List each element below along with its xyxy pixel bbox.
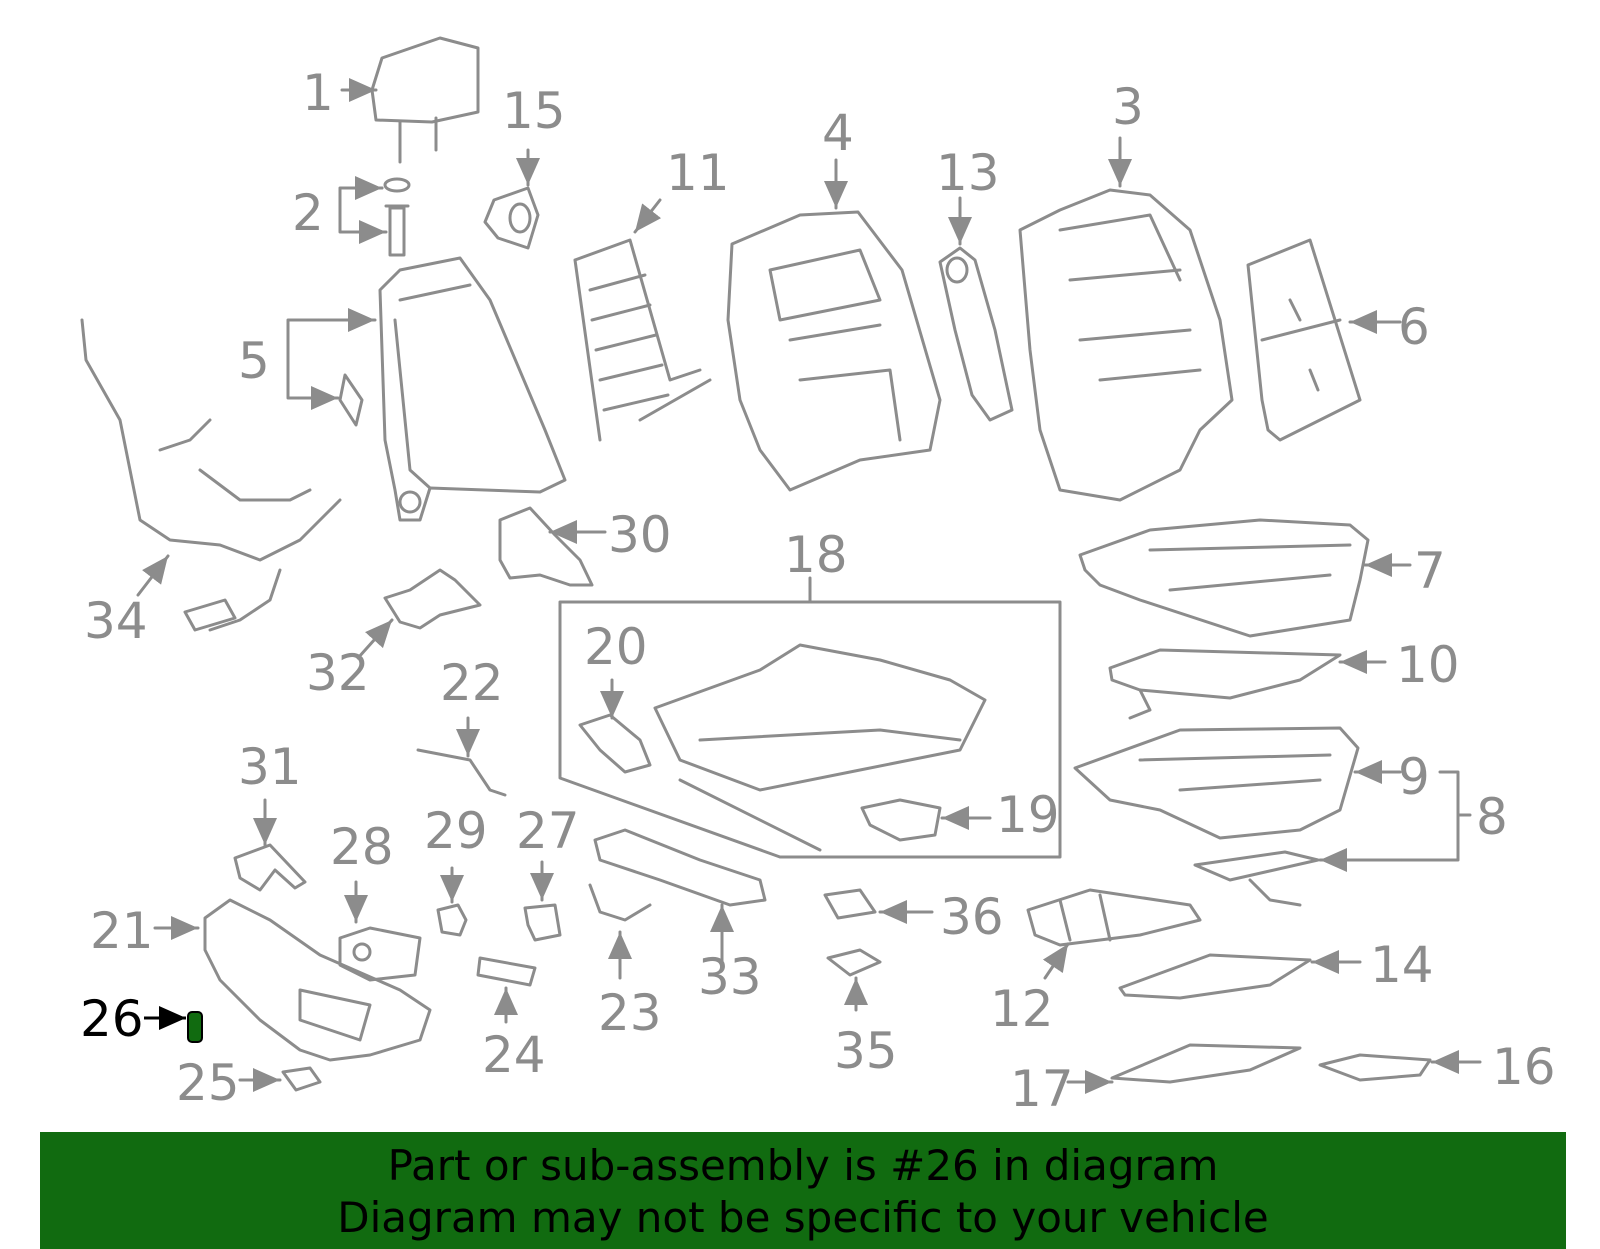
callout-25: 25	[176, 1054, 240, 1112]
part-23	[588, 883, 652, 980]
part-seat-back-frame	[286, 256, 567, 522]
callout-5: 5	[238, 332, 270, 390]
callout-30: 30	[608, 506, 672, 564]
callout-33: 33	[698, 948, 762, 1006]
part-seat-back-pad	[726, 158, 942, 492]
part-6	[1246, 238, 1402, 442]
part-12	[1026, 888, 1202, 980]
callout-15: 15	[502, 82, 566, 140]
part-17	[1066, 1043, 1302, 1094]
part-30	[498, 506, 607, 587]
part-headrest-guide	[338, 176, 411, 257]
callout-6: 6	[1398, 298, 1430, 356]
part-33	[593, 828, 767, 964]
callout-23: 23	[598, 984, 662, 1042]
info-banner: Part or sub-assembly is #26 in diagram D…	[40, 1132, 1566, 1249]
callout-26-highlighted: 26	[80, 990, 144, 1048]
callout-28: 28	[330, 818, 394, 876]
callout-8: 8	[1476, 788, 1508, 846]
callout-34: 34	[84, 592, 148, 650]
callout-12: 12	[990, 980, 1054, 1038]
part-14	[1118, 950, 1362, 1000]
part-seat-back-cover	[1018, 136, 1234, 502]
part-27	[523, 860, 562, 942]
callout-11: 11	[666, 144, 730, 202]
callout-14: 14	[1370, 936, 1434, 994]
part-seat-cushion-cover	[1078, 518, 1412, 638]
callout-2: 2	[292, 184, 324, 242]
callout-18: 18	[784, 526, 848, 584]
part-wiring-harness	[80, 318, 342, 632]
banner-line-2: Diagram may not be specific to your vehi…	[337, 1193, 1269, 1242]
callout-27: 27	[516, 802, 580, 860]
part-25	[238, 1066, 322, 1092]
callout-17: 17	[1010, 1060, 1074, 1118]
callout-36: 36	[940, 888, 1004, 946]
part-seat-cushion-pad	[1073, 726, 1472, 907]
callout-19: 19	[996, 786, 1060, 844]
callout-31: 31	[238, 738, 302, 796]
callout-21: 21	[90, 902, 154, 960]
part-side-shield	[153, 898, 432, 1062]
part-36	[823, 888, 934, 924]
part-28	[338, 880, 422, 982]
callout-20: 20	[584, 618, 648, 676]
callout-3: 3	[1112, 78, 1144, 136]
callout-13: 13	[936, 144, 1000, 202]
part-15	[483, 148, 540, 250]
callout-22: 22	[440, 654, 504, 712]
part-13	[938, 196, 1014, 422]
part-26-highlighted	[144, 1006, 203, 1043]
part-headrest	[340, 36, 480, 164]
callout-4: 4	[822, 104, 854, 162]
banner-line-1: Part or sub-assembly is #26 in diagram	[387, 1141, 1219, 1190]
part-seat-adjuster-box	[558, 576, 1062, 859]
callout-1: 1	[302, 64, 334, 122]
part-10	[1108, 648, 1387, 720]
part-22	[416, 716, 507, 797]
part-32	[356, 568, 482, 660]
part-35	[826, 948, 882, 1012]
part-lumbar-support	[573, 198, 712, 442]
callout-16: 16	[1492, 1038, 1556, 1096]
part-24	[476, 956, 537, 1024]
callout-32: 32	[306, 644, 370, 702]
part-31	[233, 798, 307, 892]
callout-9: 9	[1398, 748, 1430, 806]
callout-24: 24	[482, 1026, 546, 1084]
callout-35: 35	[834, 1022, 898, 1080]
callout-7: 7	[1414, 542, 1446, 600]
callout-10: 10	[1396, 636, 1460, 694]
part-16	[1318, 1050, 1482, 1082]
part-29	[436, 866, 468, 937]
callout-29: 29	[424, 802, 488, 860]
